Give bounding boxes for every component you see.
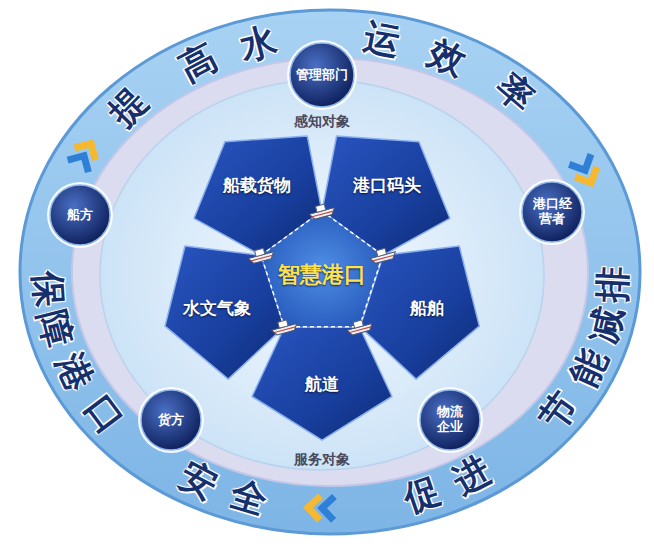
inner-disc <box>100 80 544 470</box>
hub-label: 智慧港口 <box>278 262 366 287</box>
stakeholder-circle: 港口经营者 <box>521 181 583 243</box>
blade-label: 港口码头 <box>353 176 421 196</box>
ring-character: 减 <box>584 304 627 347</box>
ship-icon <box>308 202 336 220</box>
flow-chevron <box>308 496 335 521</box>
ring-character: 港 <box>50 348 98 396</box>
circle-label: 物流企业 <box>436 405 465 435</box>
ring-character: 全 <box>227 476 272 521</box>
sensing-blade: 航道 <box>252 327 392 440</box>
text-group: 港口码头 <box>353 176 421 196</box>
ring-character: 高 <box>174 39 223 88</box>
ring-character: 节 <box>534 386 584 436</box>
ring-character: 效 <box>423 33 471 81</box>
blade-label: 船舶 <box>410 299 444 319</box>
ring-character: 促 <box>399 472 445 518</box>
text-group: 水文气象 <box>183 299 251 319</box>
ring-band-label: 感知对象 <box>294 113 350 131</box>
text-group: 港口经营者 <box>533 197 572 227</box>
stakeholder-circle: 船方 <box>49 184 111 246</box>
text-group: 管理部门 <box>296 68 348 83</box>
circle-label: 货方 <box>158 413 184 428</box>
text-group: 货方 <box>158 413 184 428</box>
stakeholder-circle: 管理部门 <box>289 42 355 108</box>
blade-label: 航道 <box>305 375 339 395</box>
text-group: 航道 <box>305 375 339 395</box>
ring-character: 保 <box>28 269 66 307</box>
ring-character: 安 <box>175 457 224 506</box>
circle-label: 港口经营者 <box>533 197 572 227</box>
blade-label: 船载货物 <box>223 176 291 196</box>
circle-label: 船方 <box>67 208 93 223</box>
ring-character: 提 <box>103 81 154 132</box>
text-group: 船载货物 <box>223 176 291 196</box>
stakeholder-circle: 物流企业 <box>419 389 481 451</box>
middle-ring <box>72 58 588 486</box>
ring-band-label: 服务对象 <box>294 451 350 469</box>
ring-character: 率 <box>489 68 540 119</box>
hub-pentagon: 智慧港口 <box>261 211 383 327</box>
ring-character: 运 <box>361 19 403 61</box>
flow-chevron <box>68 138 102 173</box>
ring-character: 排 <box>594 265 632 303</box>
ring-character: 能 <box>565 344 613 392</box>
circle-label: 管理部门 <box>296 68 348 83</box>
ring-character: 口 <box>79 389 129 439</box>
text-group: 智慧港口 <box>278 262 366 287</box>
ship-icon <box>247 246 275 264</box>
ring-character: 进 <box>447 452 496 501</box>
blade-label: 水文气象 <box>183 299 251 319</box>
stakeholder-circle: 货方 <box>140 389 202 451</box>
outer-ring <box>20 10 640 534</box>
ring-character: 障 <box>34 307 78 351</box>
text-group: 船方 <box>67 208 93 223</box>
ring-character: 水 <box>236 22 280 66</box>
text-group: 物流企业 <box>436 405 465 435</box>
flow-chevron <box>569 154 602 188</box>
text-group: 船舶 <box>410 299 444 319</box>
